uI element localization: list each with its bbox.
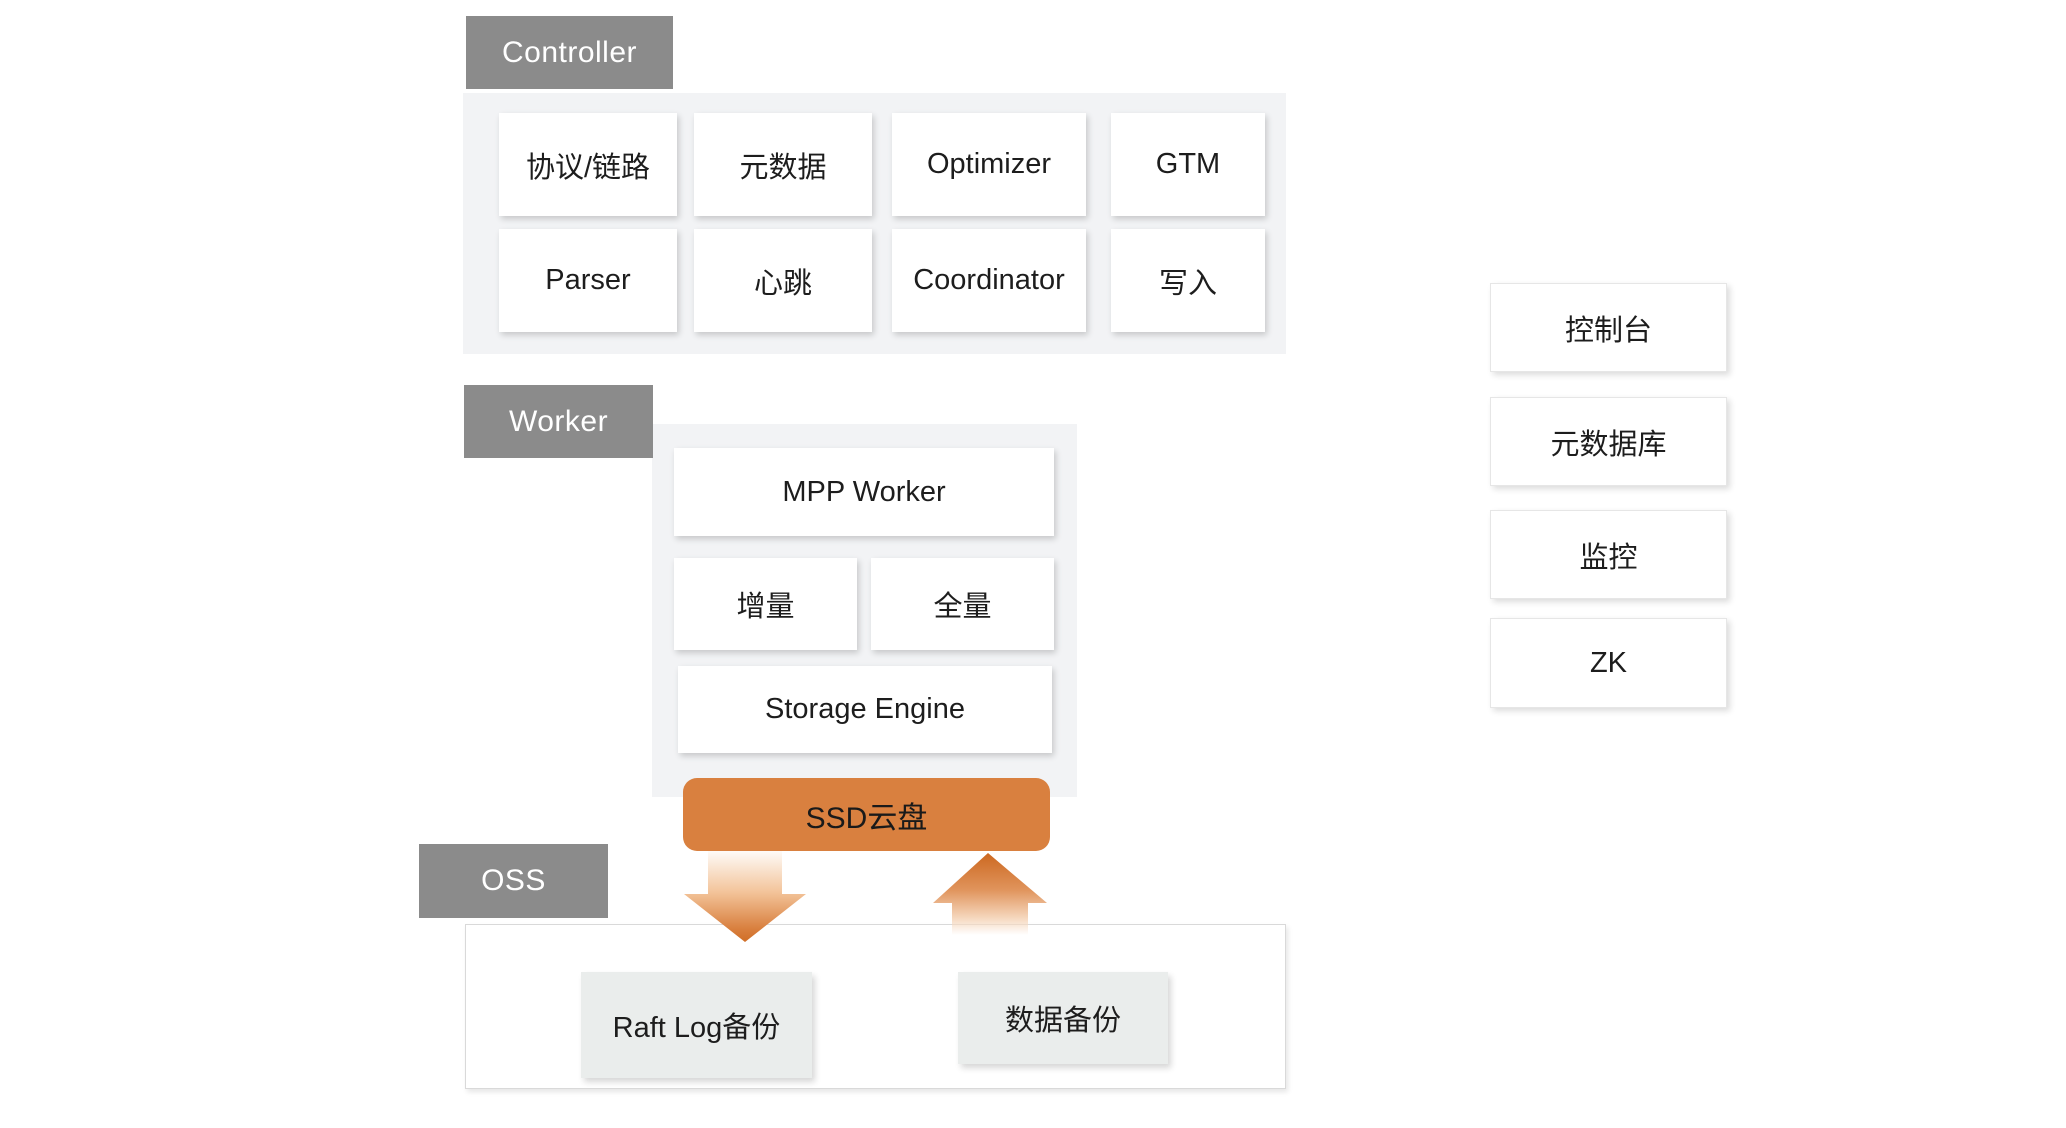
- controller-box-metadata: 元数据: [694, 113, 872, 216]
- box-label: Optimizer: [926, 148, 1052, 180]
- worker-box-storage-engine: Storage Engine: [678, 666, 1052, 753]
- box-label: Raft Log备份: [612, 1012, 781, 1044]
- controller-box-coordinator: Coordinator: [892, 229, 1086, 332]
- box-label: 数据备份: [1004, 1005, 1121, 1037]
- side-box-monitoring: 监控: [1490, 510, 1727, 599]
- worker-label-text: Worker: [508, 404, 609, 438]
- box-label: GTM: [1155, 148, 1221, 180]
- side-box-console: 控制台: [1490, 283, 1727, 372]
- box-label: Storage Engine: [765, 693, 965, 725]
- worker-box-incremental: 增量: [674, 558, 857, 650]
- box-label: 协议/链路: [525, 151, 651, 184]
- controller-label-text: Controller: [501, 35, 638, 69]
- worker-box-full: 全量: [871, 558, 1054, 650]
- box-label: 写入: [1158, 267, 1217, 300]
- ssd-label: SSD云盘: [805, 801, 928, 835]
- side-box-metadata-db: 元数据库: [1490, 397, 1727, 486]
- box-label: Parser: [545, 264, 631, 296]
- box-label: ZK: [1589, 646, 1628, 679]
- controller-box-gtm: GTM: [1111, 113, 1265, 216]
- box-label: 元数据: [739, 151, 827, 184]
- oss-label-text: OSS: [481, 864, 546, 897]
- controller-box-protocol-link: 协议/链路: [499, 113, 677, 216]
- box-label: 心跳: [753, 267, 812, 300]
- box-label: 增量: [736, 591, 795, 623]
- controller-box-write: 写入: [1111, 229, 1265, 332]
- box-label: MPP Worker: [782, 475, 946, 508]
- oss-box-data-backup: 数据备份: [958, 972, 1168, 1064]
- box-label: 控制台: [1564, 314, 1652, 347]
- controller-box-heartbeat: 心跳: [694, 229, 872, 332]
- side-box-zk: ZK: [1490, 618, 1727, 708]
- worker-section-label: Worker: [464, 385, 653, 458]
- controller-box-parser: Parser: [499, 229, 677, 332]
- oss-section-label: OSS: [419, 844, 608, 918]
- box-label: 全量: [933, 591, 992, 623]
- controller-box-optimizer: Optimizer: [892, 113, 1086, 216]
- controller-section-label: Controller: [466, 16, 673, 89]
- box-label: Coordinator: [913, 264, 1065, 296]
- box-label: 元数据库: [1550, 428, 1667, 461]
- worker-box-mpp-worker: MPP Worker: [674, 448, 1054, 536]
- ssd-cloud-disk-bar: SSD云盘: [683, 778, 1050, 851]
- arrow-up-icon: [933, 853, 1047, 935]
- oss-box-raft-log-backup: Raft Log备份: [581, 972, 812, 1078]
- box-label: 监控: [1579, 541, 1638, 574]
